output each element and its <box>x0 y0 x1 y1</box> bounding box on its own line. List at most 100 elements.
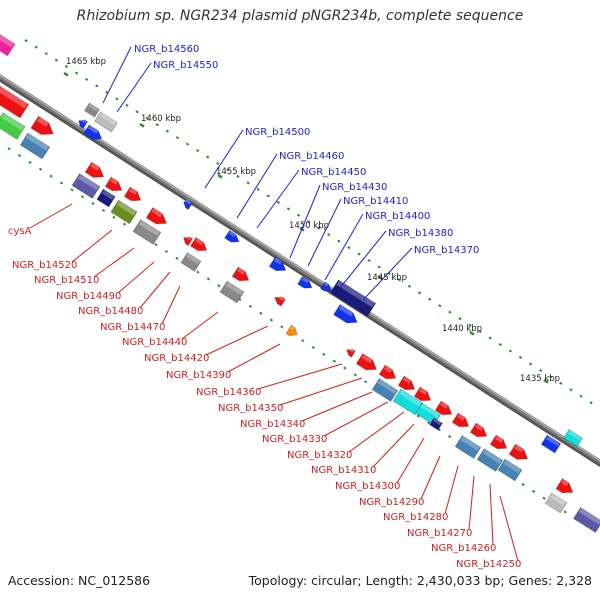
reverse-gene-feature[interactable] <box>219 280 245 304</box>
reverse-gene-feature[interactable] <box>371 378 399 402</box>
gene-label-ngr-b14270[interactable]: NGR_b14270 <box>407 528 472 539</box>
kbp-label-1435-kbp: 1435 kbp <box>520 374 560 384</box>
forward-gene-feature[interactable] <box>183 199 194 211</box>
forward-gene-feature[interactable] <box>297 275 313 289</box>
reverse-gene-feature[interactable] <box>110 199 138 225</box>
reverse-gene-feature[interactable] <box>274 294 286 307</box>
reverse-gene-feature[interactable] <box>104 176 123 192</box>
reverse-gene-feature[interactable] <box>497 458 523 482</box>
gene-label-ngr-b14490[interactable]: NGR_b14490 <box>56 291 121 302</box>
forward-gene-feature[interactable] <box>0 32 16 57</box>
gene-label-ngr-b14290[interactable]: NGR_b14290 <box>359 497 424 508</box>
reverse-gene-feature[interactable] <box>451 412 470 428</box>
forward-gene-feature[interactable] <box>83 102 101 118</box>
reverse-gene-feature[interactable] <box>392 388 424 416</box>
gene-label-ngr-b14300[interactable]: NGR_b14300 <box>335 481 400 492</box>
gene-label-ngr-b14460[interactable]: NGR_b14460 <box>279 151 344 162</box>
reverse-gene-feature[interactable] <box>397 375 416 391</box>
forward-gene-feature[interactable] <box>268 256 287 272</box>
gene-label-ngr-b14340[interactable]: NGR_b14340 <box>240 419 305 430</box>
gene-label-ngr-b14560[interactable]: NGR_b14560 <box>134 44 199 55</box>
gene-label-ngr-b14440[interactable]: NGR_b14440 <box>122 337 187 348</box>
gene-label-ngr-b14380[interactable]: NGR_b14380 <box>388 228 453 239</box>
reverse-gene-feature[interactable] <box>544 492 568 514</box>
reverse-gene-feature[interactable] <box>476 448 504 472</box>
upper-tick <box>125 103 129 107</box>
forward-gene-feature[interactable] <box>94 111 118 133</box>
upper-tick <box>95 84 99 88</box>
forward-gene-feature[interactable] <box>78 118 89 130</box>
gene-label-ngr-b14550[interactable]: NGR_b14550 <box>153 60 218 71</box>
reverse-gene-feature[interactable] <box>434 400 453 416</box>
forward-gene-feature[interactable] <box>320 281 332 292</box>
lower-tick <box>364 380 368 384</box>
upper-tick <box>549 375 553 379</box>
gene-label-ngr-b14480[interactable]: NGR_b14480 <box>78 306 143 317</box>
reverse-gene-feature[interactable] <box>71 173 101 199</box>
reverse-gene-feature[interactable] <box>132 219 162 245</box>
reverse-gene-feature[interactable] <box>489 434 508 450</box>
reverse-gene-track <box>0 85 600 533</box>
forward-gene-feature[interactable] <box>224 229 240 243</box>
gene-label-ngr-b14500[interactable]: NGR_b14500 <box>245 127 310 138</box>
reverse-gene-feature[interactable] <box>183 235 194 247</box>
lower-tick <box>280 325 284 329</box>
reverse-gene-feature[interactable] <box>429 417 443 431</box>
reverse-gene-feature[interactable] <box>413 386 432 402</box>
gene-label-ngr-b14410[interactable]: NGR_b14410 <box>343 196 408 207</box>
reverse-gene-feature[interactable] <box>190 236 208 252</box>
gene-label-ngr-b14400[interactable]: NGR_b14400 <box>365 211 430 222</box>
gene-label-ngr-b14330[interactable]: NGR_b14330 <box>262 434 327 445</box>
reverse-gene-feature[interactable] <box>19 132 51 160</box>
upper-tick <box>539 368 543 372</box>
reverse-gene-feature[interactable] <box>180 252 202 272</box>
reverse-gene-feature[interactable] <box>145 207 168 225</box>
gene-label-ngr-b14520[interactable]: NGR_b14520 <box>12 260 77 271</box>
reverse-gene-feature[interactable] <box>84 161 105 178</box>
reverse-gene-feature[interactable] <box>285 324 298 337</box>
upper-tick <box>115 97 119 101</box>
gene-label-ngr-b14390[interactable]: NGR_b14390 <box>166 370 231 381</box>
gene-label-ngr-b14430[interactable]: NGR_b14430 <box>322 182 387 193</box>
reverse-gene-feature[interactable] <box>96 188 116 208</box>
major-tick <box>469 330 475 336</box>
gene-label-ngr-b14510[interactable]: NGR_b14510 <box>34 275 99 286</box>
gene-label-ngr-b14370[interactable]: NGR_b14370 <box>414 245 479 256</box>
reverse-gene-feature[interactable] <box>30 115 54 135</box>
reverse-gene-feature[interactable] <box>454 435 482 459</box>
major-tick <box>543 378 549 384</box>
gene-label-ngr-b14350[interactable]: NGR_b14350 <box>218 403 283 414</box>
forward-gene-feature[interactable] <box>333 303 358 324</box>
gene-label-ngr-b14320[interactable]: NGR_b14320 <box>287 450 352 461</box>
upper-tick <box>236 174 240 178</box>
gene-label-ngr-b14250[interactable]: NGR_b14250 <box>456 559 521 570</box>
reverse-gene-feature[interactable] <box>231 266 250 282</box>
gene-label-ngr-b14360[interactable]: NGR_b14360 <box>196 387 261 398</box>
reverse-gene-feature[interactable] <box>0 112 26 140</box>
gene-label-ngr-b14280[interactable]: NGR_b14280 <box>383 512 448 523</box>
upper-tick <box>478 330 482 334</box>
reverse-gene-feature[interactable] <box>346 347 356 358</box>
reverse-gene-feature[interactable] <box>508 443 529 460</box>
leader-line-ngr-b14470 <box>161 285 181 325</box>
gene-label-ngr-b14260[interactable]: NGR_b14260 <box>431 543 496 554</box>
gene-label-cysa[interactable]: cysA <box>8 226 32 237</box>
forward-gene-feature[interactable] <box>329 279 377 317</box>
gene-label-ngr-b14470[interactable]: NGR_b14470 <box>100 322 165 333</box>
gene-label-ngr-b14450[interactable]: NGR_b14450 <box>301 167 366 178</box>
upper-tick <box>266 194 270 198</box>
reverse-gene-feature[interactable] <box>555 478 574 494</box>
forward-gene-feature[interactable] <box>540 434 562 454</box>
reverse-gene-feature[interactable] <box>355 353 378 371</box>
reverse-gene-feature[interactable] <box>0 85 30 119</box>
upper-tick <box>185 142 190 146</box>
leader-line-ngr-b14550 <box>116 62 152 113</box>
reverse-gene-feature[interactable] <box>572 507 600 533</box>
reverse-gene-feature[interactable] <box>123 186 142 202</box>
reverse-gene-feature[interactable] <box>378 364 397 380</box>
forward-gene-feature[interactable] <box>563 428 583 448</box>
forward-gene-feature[interactable] <box>83 124 103 140</box>
gene-label-ngr-b14420[interactable]: NGR_b14420 <box>144 353 209 364</box>
reverse-gene-feature[interactable] <box>469 422 488 438</box>
gene-label-ngr-b14310[interactable]: NGR_b14310 <box>311 465 376 476</box>
